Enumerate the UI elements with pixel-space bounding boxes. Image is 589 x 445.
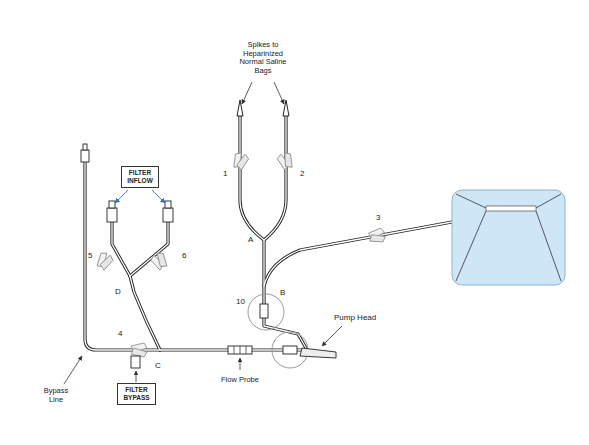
connector-rings	[248, 294, 308, 368]
flow-probe-symbol	[228, 346, 252, 354]
callout-number: 4	[118, 329, 122, 338]
junction-letter: B	[280, 288, 285, 297]
junction-letter: A	[248, 235, 253, 244]
callout-number: 2	[300, 169, 304, 178]
box-text: FILTER BYPASS	[122, 386, 151, 402]
label-box: FILTER BYPASS	[117, 383, 156, 405]
part-label: Flow Probe	[221, 376, 259, 385]
label-box: FILTER INFLOW	[121, 166, 159, 188]
tube-lumens	[85, 112, 452, 350]
callout-number: 1	[223, 169, 227, 178]
part-label: Pump Head	[334, 313, 376, 322]
callout-number: 6	[182, 251, 186, 260]
callout-number: 5	[88, 251, 92, 260]
leader-lines	[64, 82, 342, 384]
box-text: FILTER INFLOW	[126, 169, 154, 185]
saline-bag	[452, 190, 565, 285]
roller-clamps	[94, 151, 386, 357]
callout-number: 10	[236, 297, 245, 306]
luer-connectors	[81, 144, 297, 368]
junction-letter: C	[155, 361, 161, 370]
spike-tips	[237, 100, 289, 116]
tube-outlines	[85, 112, 452, 350]
part-label: Bypass Line	[41, 387, 71, 404]
pump-head-symbol	[300, 348, 336, 358]
callout-number: 3	[376, 213, 380, 222]
callout-text: Spikes to Heparinized Normal Saline Bags	[230, 41, 296, 76]
junction-letter: D	[115, 287, 121, 296]
